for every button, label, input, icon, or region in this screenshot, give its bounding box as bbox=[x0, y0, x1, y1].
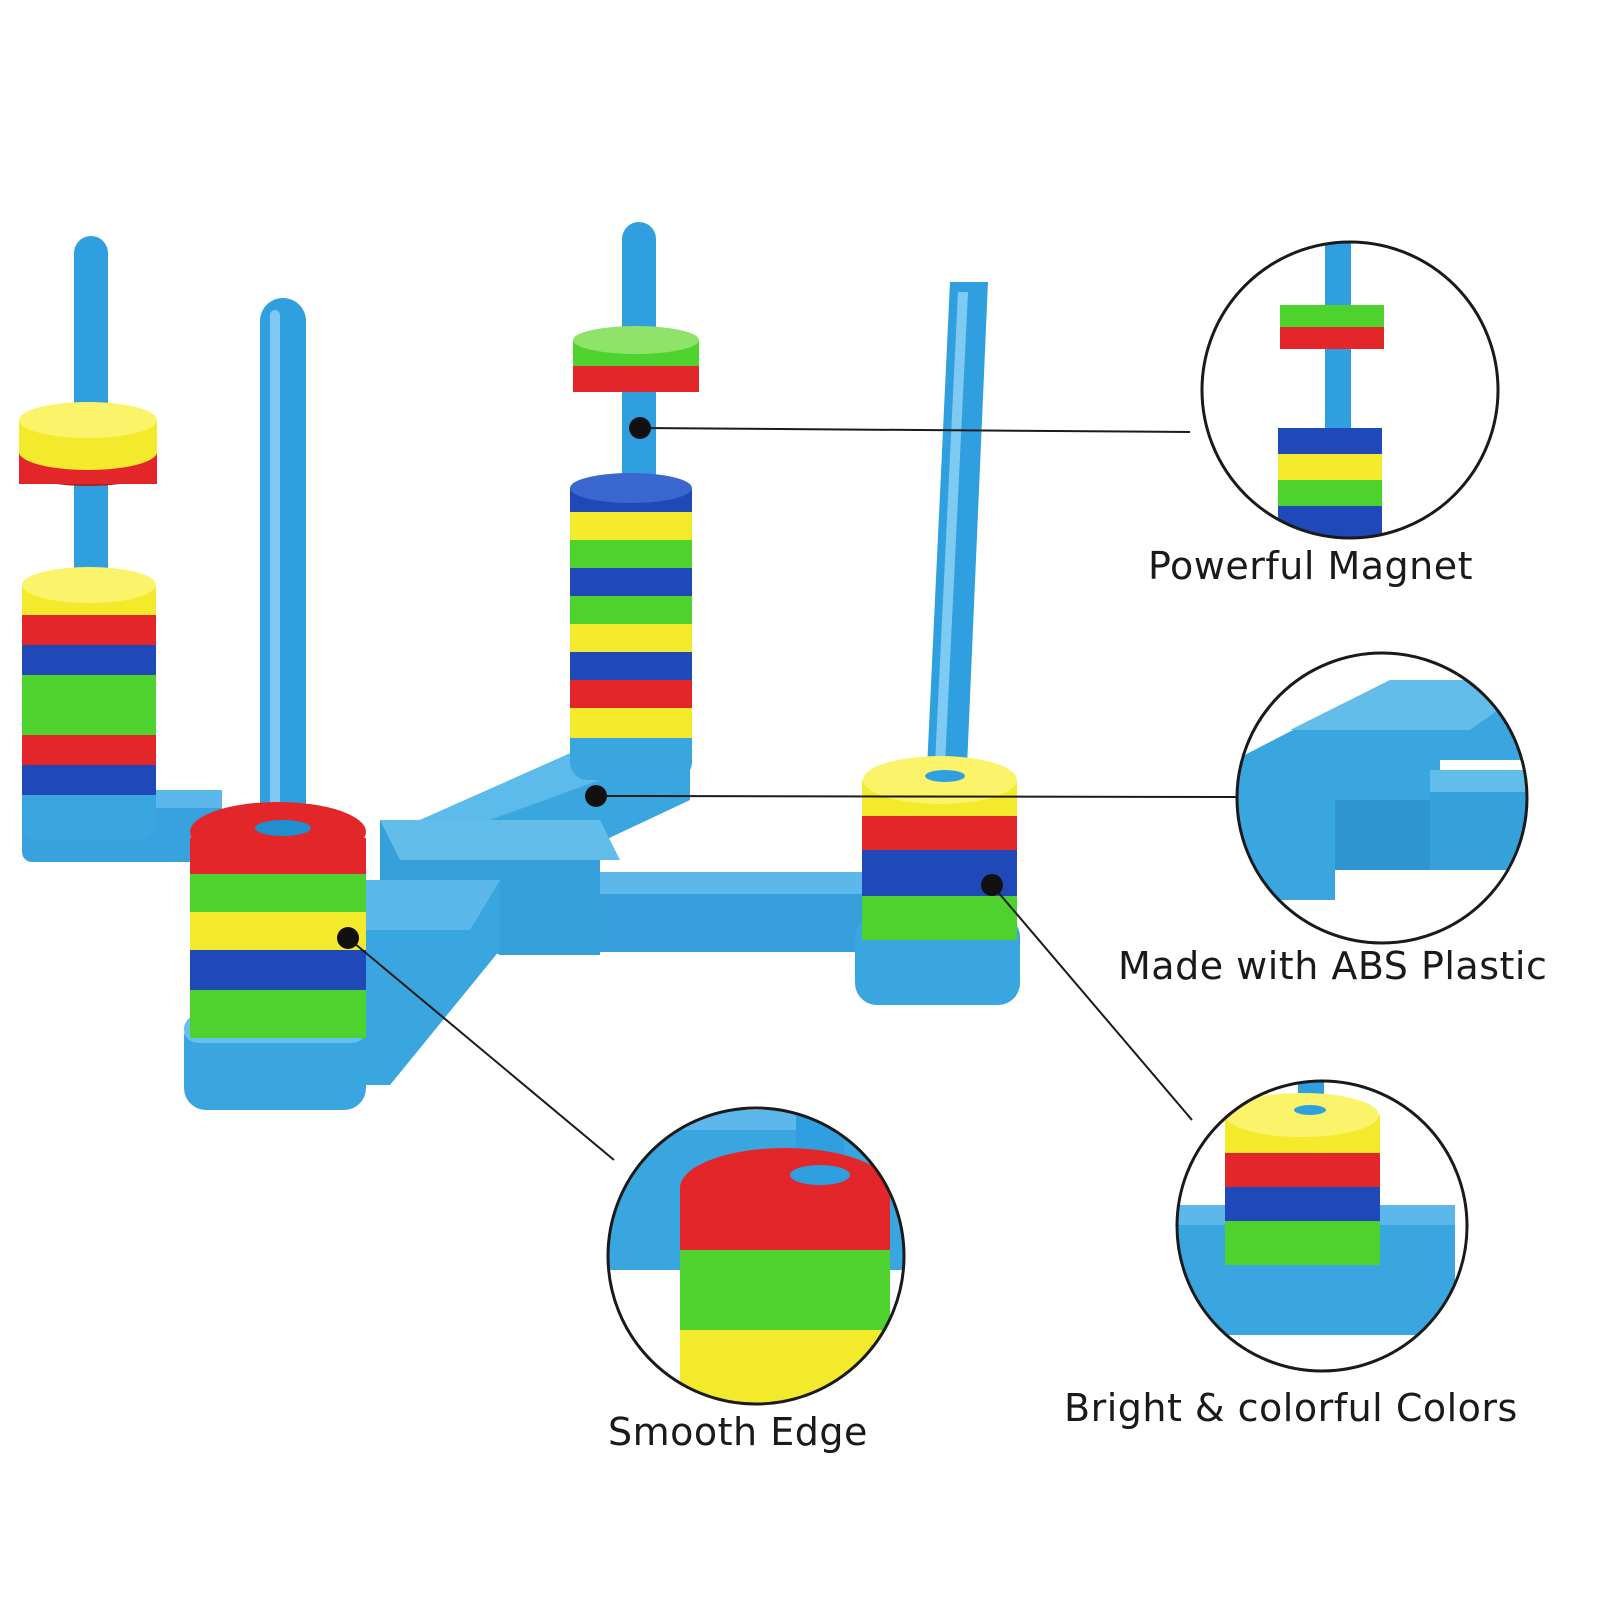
zoom-circle-smooth bbox=[606, 1106, 906, 1406]
callout-leaders bbox=[347, 427, 1239, 1161]
disc-stack-front-right bbox=[862, 756, 1017, 940]
disc-stack-back-center bbox=[570, 326, 699, 738]
caption-bright-colors: Bright & colorful Colors bbox=[1064, 1386, 1518, 1430]
rods bbox=[74, 222, 988, 838]
zoom-circle-colors bbox=[1175, 1079, 1469, 1373]
rod-front-left bbox=[260, 298, 306, 838]
base-frame bbox=[22, 720, 1020, 1110]
zoom-circle-magnet bbox=[1200, 240, 1500, 540]
disc-stack-back-left bbox=[19, 402, 157, 795]
caption-abs-plastic: Made with ABS Plastic bbox=[1118, 944, 1548, 988]
magnet-dot bbox=[629, 417, 651, 439]
caption-smooth-edge: Smooth Edge bbox=[608, 1410, 868, 1454]
plastic-dot bbox=[585, 785, 607, 807]
caption-powerful-magnet: Powerful Magnet bbox=[1148, 544, 1474, 588]
zoom-circle-plastic bbox=[1235, 651, 1529, 945]
smooth-dot bbox=[337, 927, 359, 949]
colors-dot bbox=[981, 874, 1003, 896]
disc-stack-front-left bbox=[190, 802, 366, 1038]
callout-dots bbox=[337, 417, 1003, 949]
